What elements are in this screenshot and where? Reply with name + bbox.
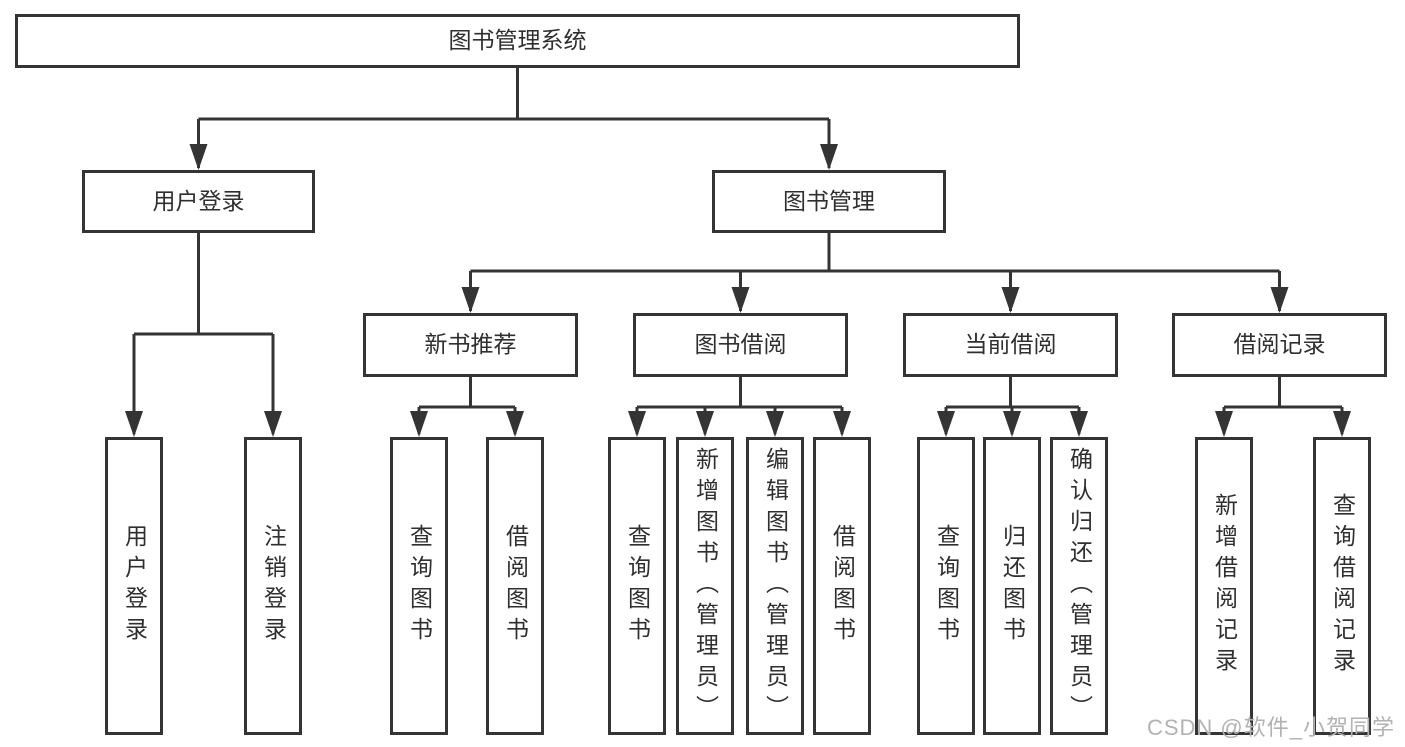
leaf-user-login-label: 用户登录 [121,524,148,648]
leaf-borrowing-borrow-book-label: 借阅图书 [829,524,856,648]
node-current-borrowing-label: 当前借阅 [964,331,1057,358]
leaf-recommend-query-book-label: 查询图书 [406,524,433,648]
leaf-recommend-borrow-book-label: 借阅图书 [502,524,529,648]
leaf-borrowing-edit-book-admin-label: 编辑图书（管理员） [762,446,789,726]
leaf-records-add-record: 新增借阅记录 [1195,437,1253,735]
leaf-logout: 注销登录 [244,437,302,735]
leaf-current-return-book: 归还图书 [983,437,1041,735]
leaf-records-add-record-label: 新增借阅记录 [1211,493,1238,679]
leaf-current-return-book-label: 归还图书 [999,524,1026,648]
node-borrowing-records-label: 借阅记录 [1233,331,1326,358]
leaf-borrowing-add-book-admin-label: 新增图书（管理员） [692,446,719,726]
node-current-borrowing: 当前借阅 [903,313,1118,377]
node-book-borrowing-label: 图书借阅 [694,331,787,358]
csdn-watermark: CSDN @软件_小贺同学 [1146,715,1395,740]
node-borrowing-records: 借阅记录 [1172,313,1387,377]
node-root-label: 图书管理系统 [448,27,587,54]
leaf-borrowing-query-book-label: 查询图书 [624,524,651,648]
leaf-borrowing-query-book: 查询图书 [608,437,666,735]
leaf-records-query-record: 查询借阅记录 [1313,437,1371,735]
node-book-management: 图书管理 [712,170,946,233]
leaf-current-confirm-return-admin-label: 确认归还（管理员） [1066,446,1093,726]
leaf-borrowing-edit-book-admin: 编辑图书（管理员） [746,437,804,735]
leaf-borrowing-borrow-book: 借阅图书 [813,437,871,735]
node-new-book-recommend-label: 新书推荐 [424,331,517,358]
node-new-book-recommend: 新书推荐 [363,313,578,377]
node-user-login-label: 用户登录 [152,187,245,214]
leaf-current-query-book: 查询图书 [917,437,975,735]
leaf-current-query-book-label: 查询图书 [933,524,960,648]
connector-paths [132,68,1344,434]
leaf-current-confirm-return-admin: 确认归还（管理员） [1050,437,1108,735]
leaf-recommend-borrow-book: 借阅图书 [486,437,544,735]
leaf-user-login: 用户登录 [105,437,163,735]
node-book-management-label: 图书管理 [783,187,875,214]
leaf-recommend-query-book: 查询图书 [390,437,448,735]
leaf-borrowing-add-book-admin: 新增图书（管理员） [676,437,734,735]
arrowheads [125,144,1351,437]
node-root: 图书管理系统 [15,14,1020,68]
leaf-logout-label: 注销登录 [260,524,287,648]
node-user-login: 用户登录 [82,170,315,233]
node-book-borrowing: 图书借阅 [633,313,848,377]
leaf-records-query-record-label: 查询借阅记录 [1329,493,1356,679]
